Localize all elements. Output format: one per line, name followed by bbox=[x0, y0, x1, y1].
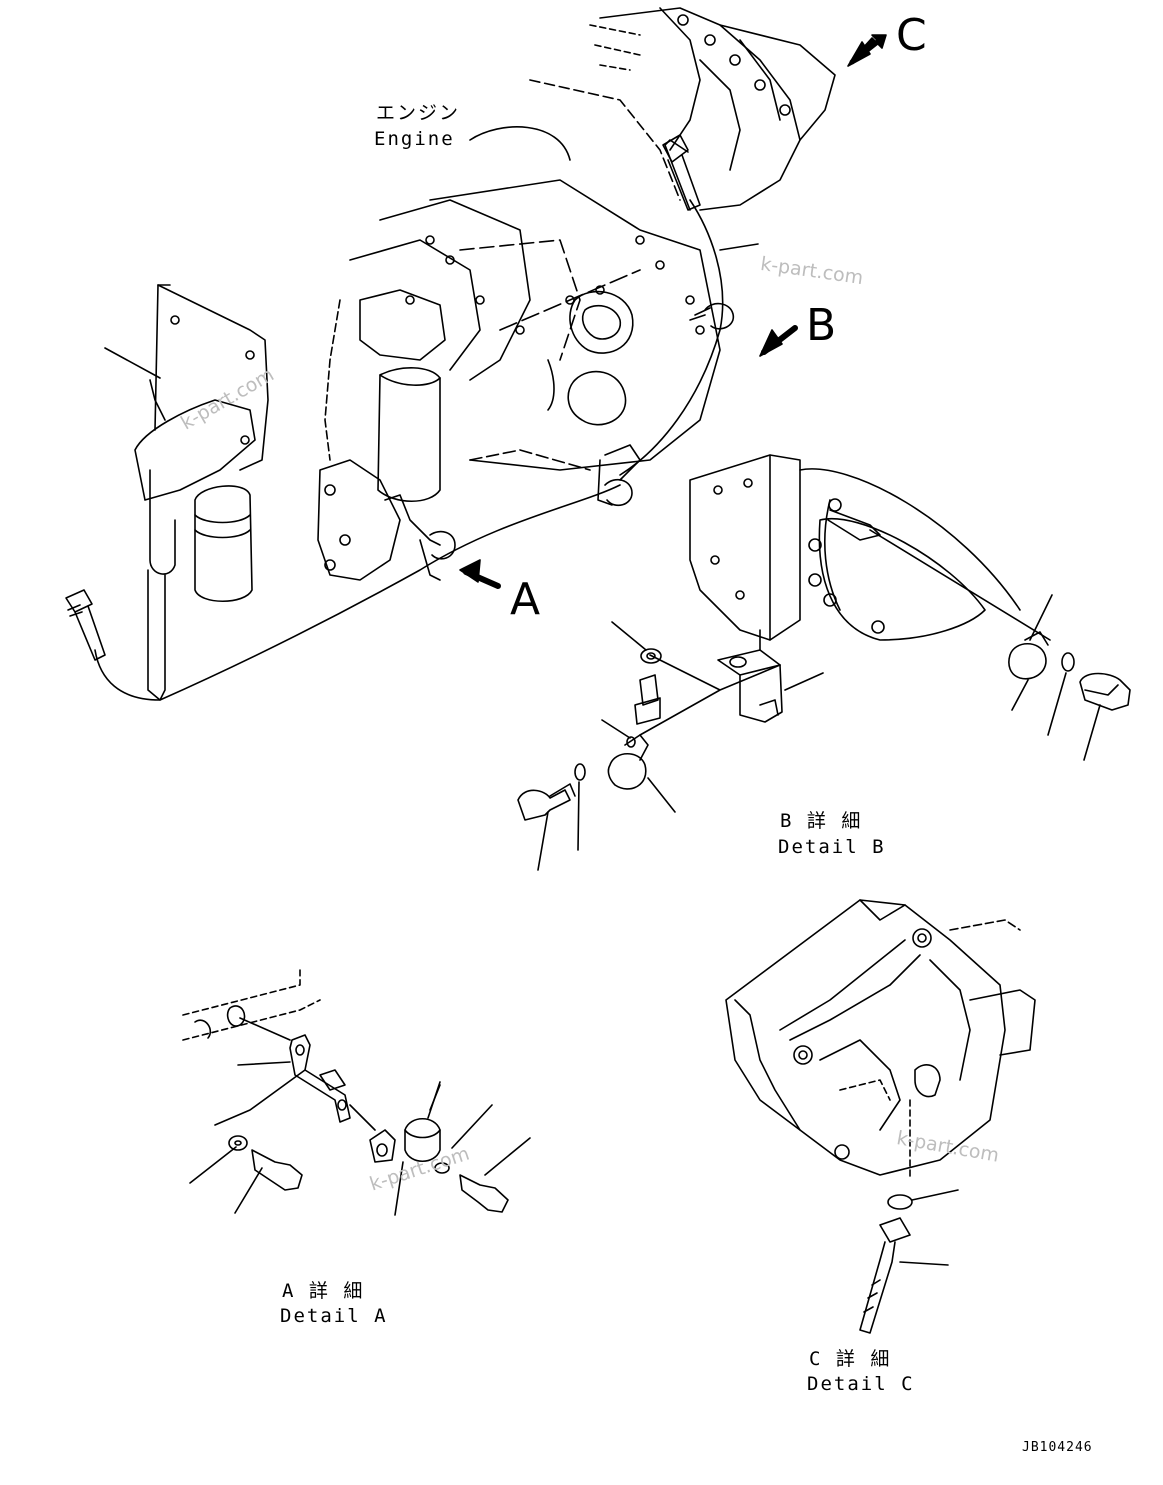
view-label-a: A bbox=[510, 574, 541, 625]
hose-routing bbox=[94, 134, 724, 701]
leader-line-filter bbox=[104, 347, 161, 379]
detail-a-title-en: Detail A bbox=[280, 1305, 388, 1327]
view-label-c: C bbox=[896, 10, 927, 61]
leader-line-hose bbox=[719, 243, 759, 251]
fuel-filter-assembly bbox=[134, 284, 269, 701]
detail-b-drawing bbox=[517, 454, 1131, 871]
detail-b-title-jp: B 詳 細 bbox=[780, 810, 863, 832]
view-arrow-b bbox=[759, 325, 798, 357]
detail-a-title-jp: A 詳 細 bbox=[282, 1280, 365, 1302]
engine-label-en: Engine bbox=[374, 128, 455, 150]
detail-c-title-jp: C 詳 細 bbox=[809, 1348, 892, 1370]
engine-assembly bbox=[317, 7, 836, 581]
engine-clamp-b-upper bbox=[689, 302, 735, 330]
detail-c-title-en: Detail C bbox=[807, 1373, 915, 1395]
detail-c-drawing bbox=[725, 899, 1036, 1334]
detail-b-title-en: Detail B bbox=[778, 836, 886, 858]
engine-clamp-a bbox=[384, 494, 456, 581]
view-arrow-a bbox=[459, 559, 501, 589]
hose-end-fitting-left bbox=[65, 589, 106, 661]
engine-label-jp: エンジン bbox=[376, 102, 461, 124]
drawing-code: JB104246 bbox=[1022, 1440, 1093, 1455]
engine-clamp-b-lower bbox=[597, 444, 641, 507]
detail-a-drawing bbox=[182, 969, 531, 1216]
view-label-b: B bbox=[806, 300, 837, 351]
view-arrow-c bbox=[847, 34, 887, 67]
